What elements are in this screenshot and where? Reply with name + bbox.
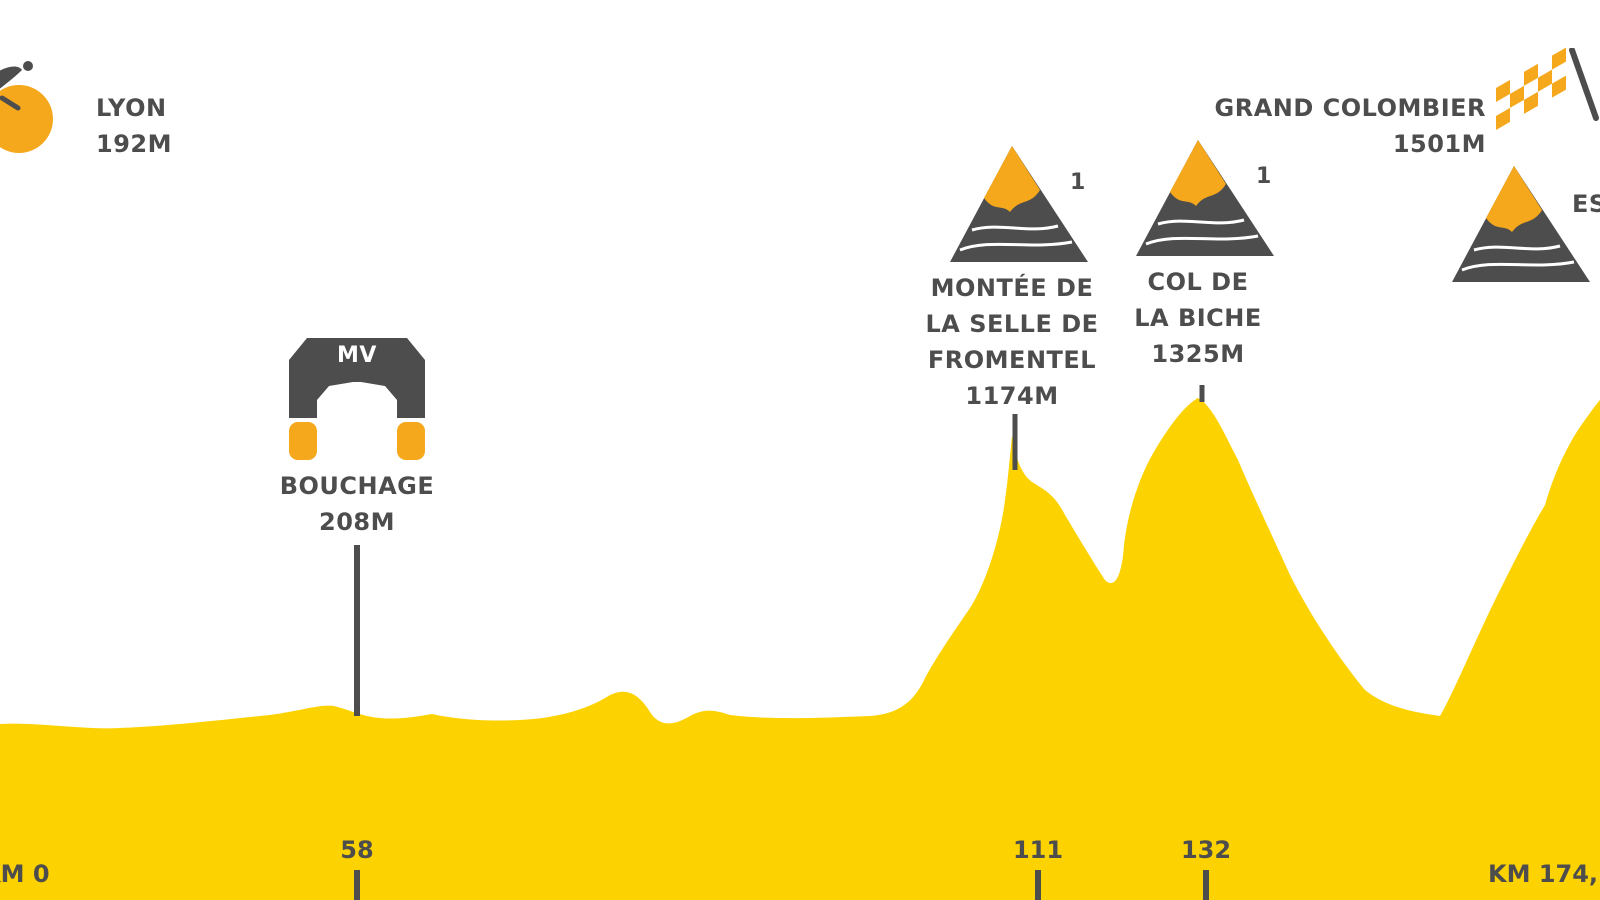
climb-name-line: LA BICHE bbox=[1134, 304, 1262, 332]
climb-altitude: 1174M bbox=[965, 382, 1059, 410]
start-cyclist-icon bbox=[0, 48, 64, 164]
checkered-flag-icon bbox=[1496, 47, 1600, 144]
mountain-icon bbox=[1136, 140, 1274, 260]
climb-name-line: MONTÉE DE bbox=[930, 274, 1094, 302]
climb-name-line: FROMENTEL bbox=[927, 346, 1097, 374]
start-name: LYON bbox=[96, 94, 167, 122]
climb-name-line: ES bbox=[1572, 190, 1600, 218]
km-finish: KM 174, bbox=[1488, 860, 1599, 888]
start-label: LYON 192M bbox=[96, 90, 172, 162]
climb-label: ES bbox=[1572, 186, 1600, 222]
start-altitude: 192M bbox=[96, 130, 172, 158]
sprint-arch-icon bbox=[289, 338, 425, 466]
finish-label: GRAND COLOMBIER 1501M bbox=[1215, 90, 1486, 162]
climb-category: 1 bbox=[1256, 164, 1272, 189]
km-marker: 132 bbox=[1180, 836, 1232, 864]
elevation-area bbox=[0, 398, 1600, 900]
km-marker: 58 bbox=[340, 836, 374, 864]
climb-category: 1 bbox=[1070, 170, 1086, 195]
climb-altitude: 1325M bbox=[1151, 340, 1245, 368]
mountain-icon bbox=[950, 146, 1088, 266]
sprint-name: BOUCHAGE bbox=[279, 472, 435, 500]
finish-altitude: 1501M bbox=[1392, 130, 1486, 158]
climb-label: COL DE LA BICHE 1325M bbox=[1134, 264, 1262, 372]
sprint-label: BOUCHAGE 208M bbox=[280, 468, 435, 540]
climb-label: MONTÉE DE LA SELLE DE FROMENTEL 1174M bbox=[925, 270, 1098, 414]
mountain-icon bbox=[1452, 166, 1590, 286]
climb-name-line: COL DE bbox=[1147, 268, 1249, 296]
km-start: KM 0 bbox=[0, 860, 50, 888]
km-marker: 111 bbox=[1012, 836, 1064, 864]
sprint-altitude: 208M bbox=[319, 508, 395, 536]
climb-name-line: LA SELLE DE bbox=[925, 310, 1099, 338]
sprint-badge: MV bbox=[337, 343, 377, 368]
finish-name: GRAND COLOMBIER bbox=[1214, 94, 1486, 122]
